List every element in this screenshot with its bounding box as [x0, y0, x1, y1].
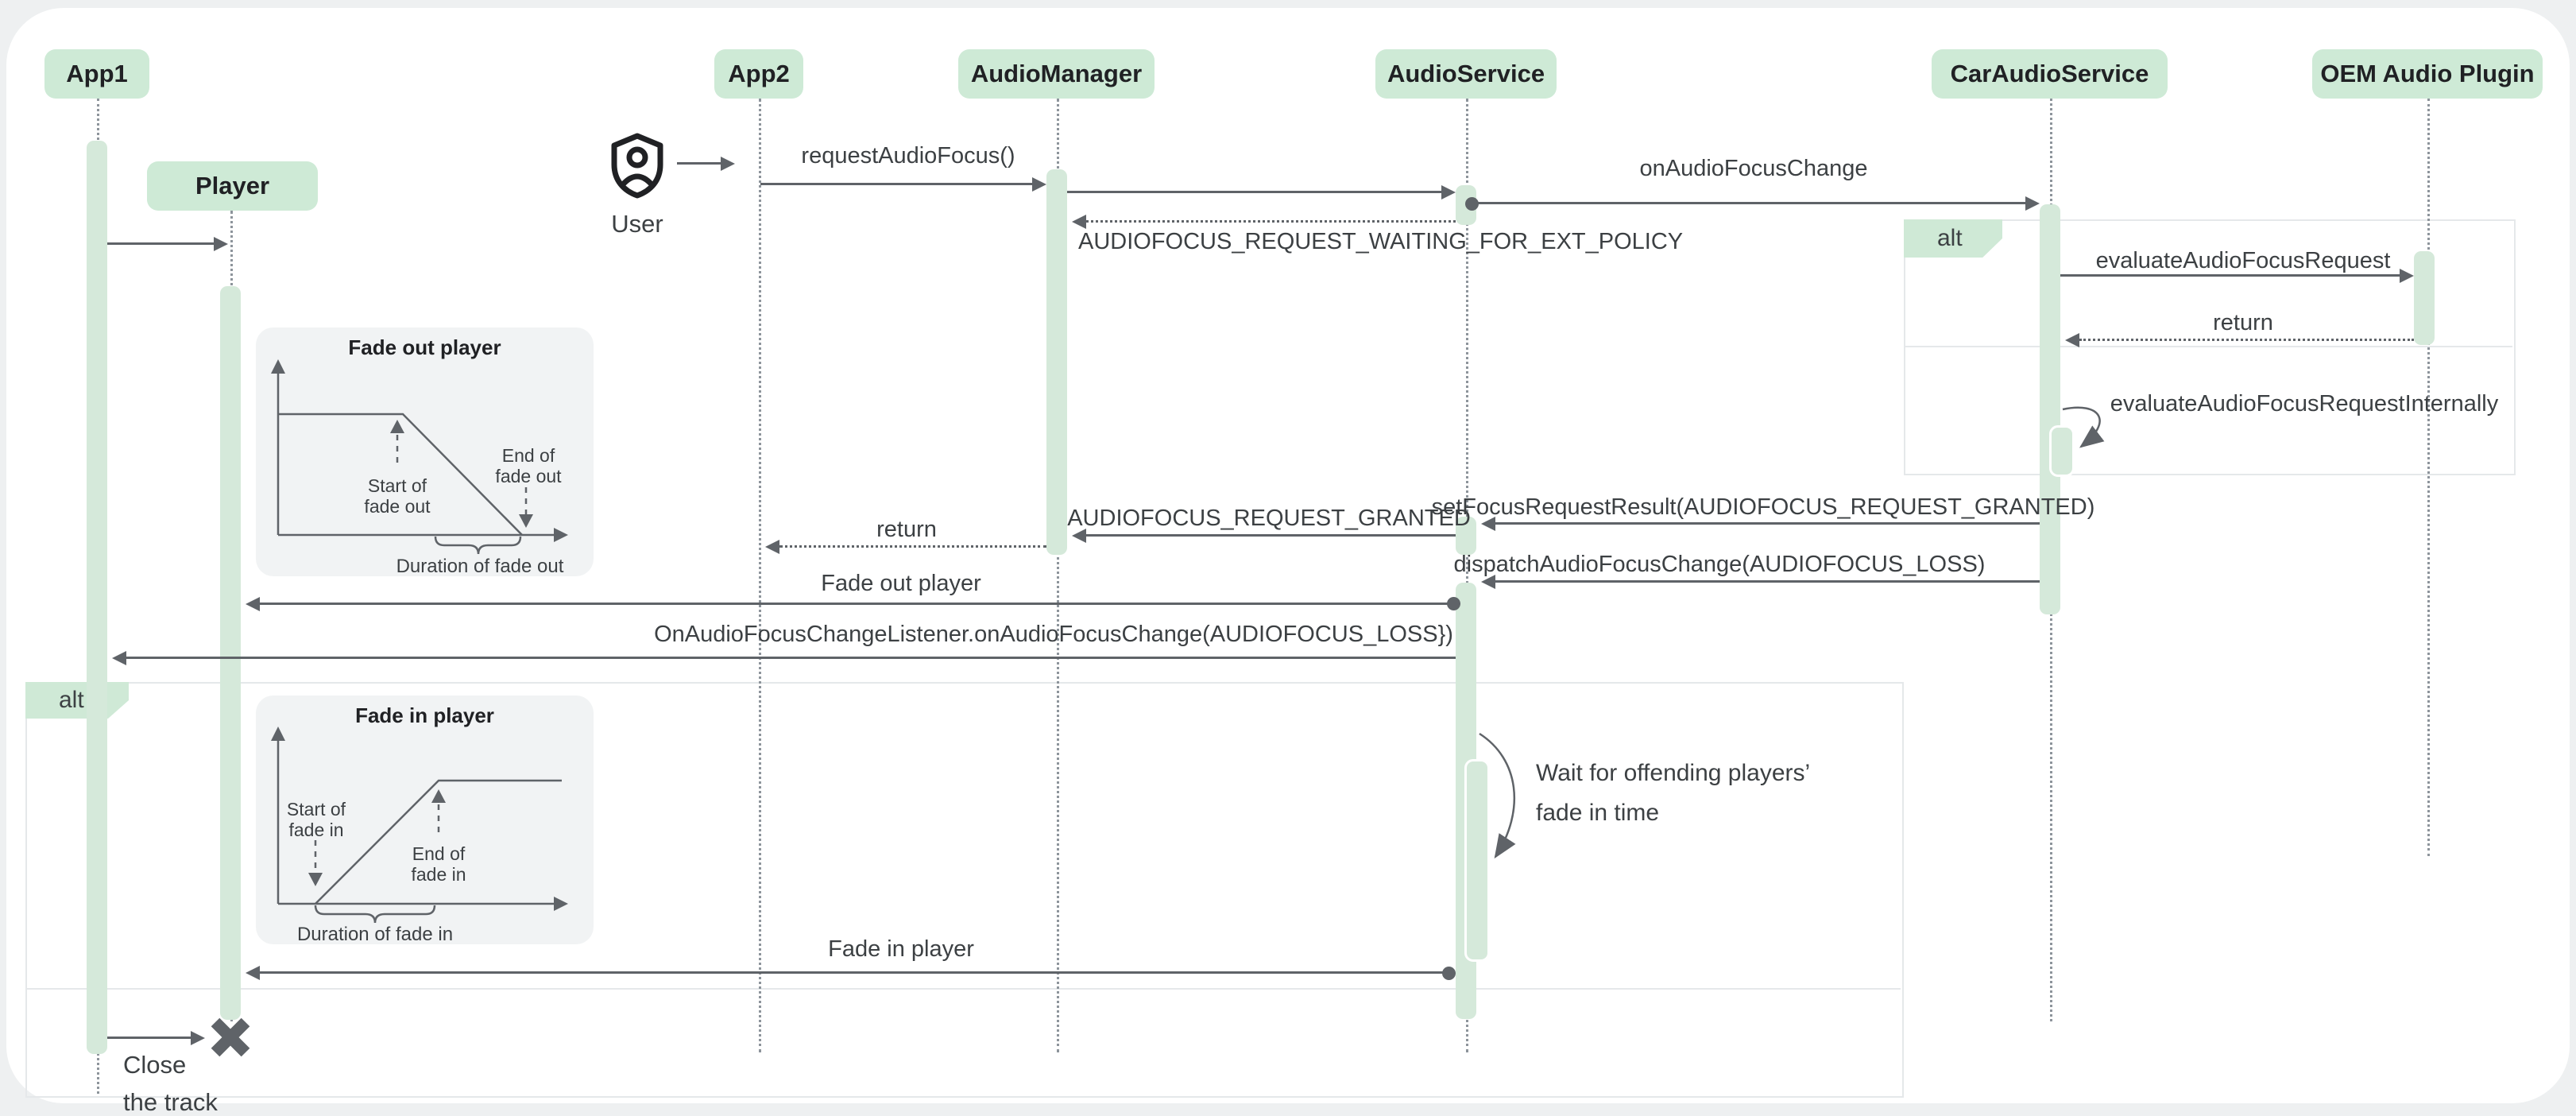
label-on-audio-focus-change: onAudioFocusChange [1639, 156, 1868, 181]
self-call-wait-fade-in [1479, 732, 1516, 859]
activation-audioservice-wait [1464, 759, 1490, 962]
label-request-audio-focus: requestAudioFocus() [801, 143, 1015, 169]
fade-out-duration-label: Duration of fade out [396, 556, 564, 577]
activation-player [220, 286, 241, 1020]
fade-in-inset-title: Fade in player [355, 703, 494, 727]
alt-frame-fade-divider [25, 988, 1901, 990]
alt-tab-label: alt [59, 687, 84, 713]
activation-caraudioservice-internal [2049, 425, 2075, 477]
participant-label: App1 [66, 60, 128, 87]
label-set-focus-result: setFocusRequestResult(AUDIOFOCUS_REQUEST… [1431, 494, 2095, 520]
arrow-user-to-app2 [677, 157, 735, 171]
participant-label: OEM Audio Plugin [2320, 60, 2535, 87]
message-origin-dot [1465, 197, 1479, 211]
alt-tab-fade: alt [25, 682, 129, 719]
participant-app1: App1 [44, 49, 149, 99]
arrow-fade-in-player [246, 966, 1449, 980]
participant-app2: App2 [714, 49, 803, 99]
alt-frame-car-audio [1904, 219, 2516, 475]
participant-player: Player [147, 161, 318, 211]
label-evaluate-request: evaluateAudioFocusRequest [2095, 248, 2391, 273]
participant-label: AudioService [1387, 60, 1545, 87]
fade-in-curve-chart [271, 727, 568, 924]
arrow-fade-out-player [246, 597, 1452, 611]
arrow-set-focus-result [1481, 517, 2040, 531]
arrow-listener-loss [112, 651, 1456, 665]
fade-out-inset-title: Fade out player [348, 335, 501, 359]
lifeline-audioservice [1466, 99, 1468, 1052]
label-wait-fade-in-time: Wait for offending players’fade in time [1536, 760, 1811, 826]
label-evaluate-return: return [2213, 310, 2273, 335]
alt-frame-fade [25, 682, 1904, 1098]
arrow-app1-to-player [107, 237, 228, 251]
label-request-waiting: AUDIOFOCUS_REQUEST_WAITING_FOR_EXT_POLIC… [1078, 229, 1684, 254]
label-dispatch-loss: dispatchAudioFocusChange(AUDIOFOCUS_LOSS… [1453, 552, 1986, 577]
participant-label: App2 [728, 60, 790, 87]
alt-tab-label: alt [1937, 225, 1963, 251]
lifeline-audiomanager [1057, 99, 1059, 1052]
arrow-manager-to-service [1067, 185, 1456, 200]
participant-audioservice: AudioService [1375, 49, 1557, 99]
label-request-granted: AUDIOFOCUS_REQUEST_GRANTED [1067, 506, 1471, 531]
label-fade-in-player: Fade in player [828, 936, 974, 962]
activation-caraudioservice [2040, 204, 2060, 614]
user-label: User [611, 210, 663, 238]
message-origin-dot [1447, 597, 1460, 610]
label-listener-loss: OnAudioFocusChangeListener.onAudioFocusC… [654, 622, 1453, 647]
participant-label: CarAudioService [1950, 60, 2149, 87]
lifeline-app2 [759, 99, 761, 1052]
arrow-request-waiting-return [1072, 215, 1456, 229]
arrow-dispatch-loss [1481, 575, 2040, 589]
participant-caraudioservice: CarAudioService [1932, 49, 2168, 99]
fade-out-curve-chart [271, 359, 568, 555]
destroy-track-x-icon [211, 1017, 250, 1057]
alt-tab-car-audio: alt [1904, 219, 2002, 258]
arrow-request-audio-focus [760, 177, 1046, 192]
arrow-evaluate-request [2060, 269, 2414, 283]
arrow-request-granted [1072, 529, 1456, 543]
activation-oem-plugin [2414, 251, 2435, 345]
participant-audiomanager: AudioManager [958, 49, 1155, 99]
message-origin-dot [1442, 967, 1456, 980]
lifeline-oem-plugin [2427, 99, 2430, 856]
participant-oem-plugin: OEM Audio Plugin [2312, 49, 2543, 99]
user-shield-icon [611, 133, 663, 199]
fade-in-duration-label: Duration of fade in [296, 924, 454, 945]
label-fade-out-player: Fade out player [821, 571, 981, 596]
participant-label: AudioManager [970, 60, 1143, 87]
self-call-evaluate-internally [2062, 406, 2105, 448]
arrow-on-audio-focus-change [1472, 196, 2040, 211]
arrow-manager-return [765, 540, 1046, 554]
activation-app1 [87, 141, 107, 1054]
arrow-close-track [107, 1031, 205, 1045]
arrow-evaluate-return [2065, 333, 2414, 347]
participant-label: Player [195, 172, 270, 200]
label-evaluate-internally: evaluateAudioFocusRequestInternally [2110, 391, 2499, 417]
alt-frame-car-audio-divider [1904, 346, 2512, 347]
activation-audiomanager [1046, 169, 1067, 555]
activation-audioservice-2 [1456, 517, 1476, 555]
label-manager-return: return [876, 517, 937, 542]
